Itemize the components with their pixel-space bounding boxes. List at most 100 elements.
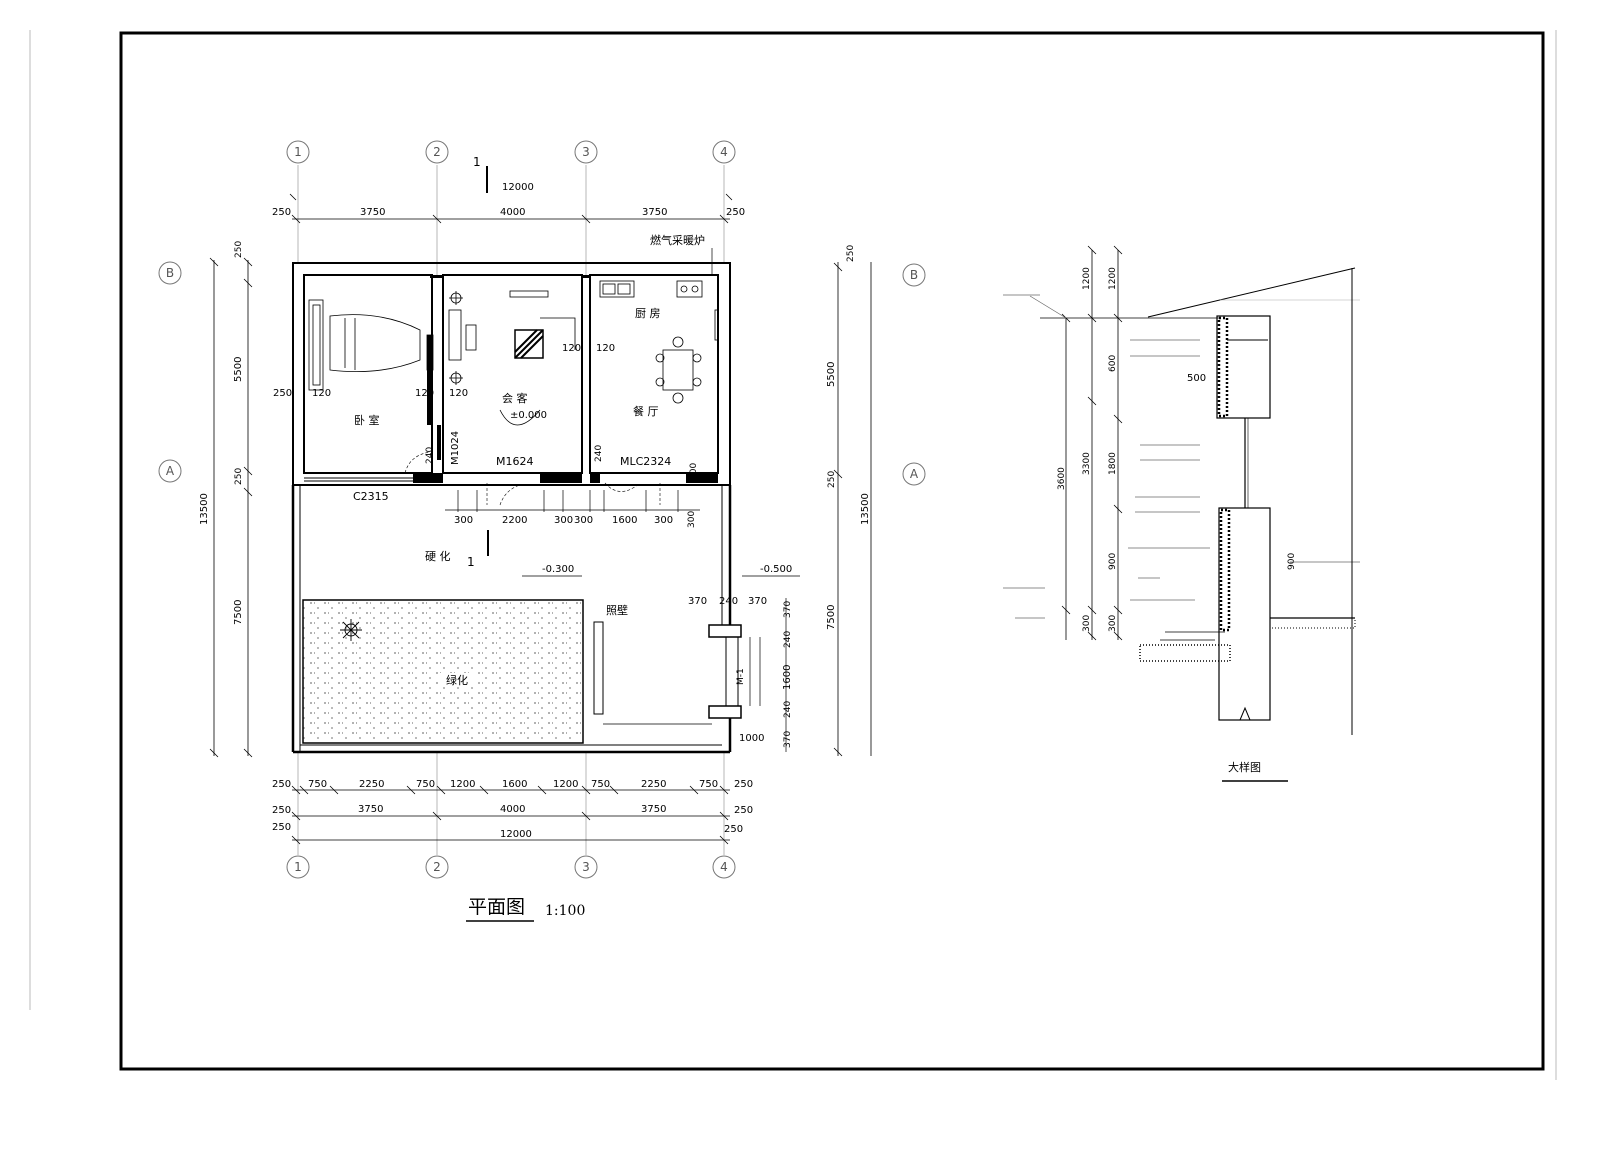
axis-left-b: B (166, 266, 174, 280)
dim-gate-v-240-b: 240 (783, 701, 793, 718)
dim-total-bottom-250-r: 250 (724, 824, 743, 835)
detail-title: 大样图 (1228, 760, 1261, 774)
dim-total-top: 12000 (502, 182, 534, 193)
dim-wall-240-b: 240 (594, 445, 604, 462)
dim-b-1200-a: 1200 (450, 779, 475, 790)
axis-left-a: A (166, 464, 175, 478)
dim-line-top (289, 193, 733, 224)
wall-infill (413, 275, 718, 483)
dim-b-2250-b: 2250 (641, 779, 666, 790)
door-swings (404, 451, 661, 506)
floor-plan: 1 2 3 4 1 2 3 4 B A (158, 140, 800, 922)
room-dining: 餐 厅 (633, 404, 659, 418)
axis-bubbles-top (286, 140, 736, 164)
dim-bb-250-l: 250 (272, 805, 291, 816)
dim-b-250-r: 250 (734, 779, 753, 790)
detail-wall (1139, 267, 1360, 735)
axis-top-1: 1 (294, 145, 302, 159)
dim-bb-4000: 4000 (500, 804, 525, 815)
dim-b-750-c: 750 (591, 779, 610, 790)
detail-dim-900: 900 (1108, 553, 1118, 570)
dim-gate-v-1600: 1600 (782, 665, 793, 690)
screen-wall (593, 621, 604, 715)
dim-wall-120-b: 120 (449, 388, 468, 399)
dim-bottom-bays: 250 3750 4000 3750 250 (272, 804, 753, 816)
section-mark-top-label: 1 (473, 155, 481, 169)
window-c2315: C2315 (353, 490, 389, 503)
sheet-frame (29, 30, 1557, 1080)
dim-door-300-e: 300 (687, 511, 697, 528)
axis-top-4: 4 (720, 145, 728, 159)
detail-dim-7500: 7500 (826, 605, 837, 630)
dim-gate-370-a: 370 (688, 596, 707, 607)
detail-dim-13500: 13500 (860, 493, 871, 525)
dim-top-250-right: 250 (726, 207, 745, 218)
door-mlc2324: MLC2324 (620, 455, 671, 468)
plan-scale: 1:100 (545, 903, 585, 919)
dim-b-750-b: 750 (416, 779, 435, 790)
dim-bb-250-r: 250 (734, 805, 753, 816)
axis-bottom-3: 3 (582, 860, 590, 874)
dim-left-250-mid: 250 (234, 468, 244, 485)
detail-dim-250-top: 250 (846, 245, 856, 262)
axis-top-3: 3 (582, 145, 590, 159)
dim-b-250-l: 250 (272, 779, 291, 790)
axis-bubbles-left (158, 261, 182, 483)
level-outside: -0.500 (760, 564, 792, 575)
axis-extension-lines (297, 165, 725, 855)
dim-gate-1000: 1000 (739, 733, 764, 744)
dim-bb-3750-r: 3750 (641, 804, 666, 815)
bed-symbol (308, 299, 434, 391)
dim-door-300-b: 300 (554, 515, 573, 526)
door-m1624: M1624 (496, 455, 534, 468)
dim-wall-120-c: 120 (562, 343, 581, 354)
dim-b-750-a: 750 (308, 779, 327, 790)
detail-dim-3600: 3600 (1057, 467, 1067, 490)
dim-top-4000: 4000 (500, 207, 525, 218)
dim-gate-370-b: 370 (748, 596, 767, 607)
room-bedroom: 卧 室 (354, 413, 380, 427)
dim-door-300-c: 300 (574, 515, 593, 526)
dim-top-250-left: 250 (272, 207, 291, 218)
dim-door-2200: 2200 (502, 515, 527, 526)
dim-top-3750-left: 3750 (360, 207, 385, 218)
detail-dim-1200-a: 1200 (1082, 267, 1092, 290)
dim-wall-120-a: 120 (415, 388, 434, 399)
kitchen-furniture (599, 280, 719, 404)
dim-wall-240-a: 240 (425, 447, 435, 464)
dim-left-5500: 5500 (233, 357, 244, 382)
axis-bottom-4: 4 (720, 860, 728, 874)
dim-b-1200-b: 1200 (553, 779, 578, 790)
dim-bb-3750-l: 3750 (358, 804, 383, 815)
dim-b-2250-a: 2250 (359, 779, 384, 790)
detail-axis-b: B (910, 268, 918, 282)
room-kitchen: 厨 房 (635, 307, 661, 320)
detail-axis-bubbles (902, 263, 926, 486)
detail-dim-300-b: 300 (1108, 615, 1118, 632)
axis-bubbles-bottom (286, 855, 736, 879)
dim-kitchen-300: 300 (689, 463, 699, 480)
detail-dim-300-a: 300 (1082, 615, 1092, 632)
dim-wall-250-bedroom: 250 (273, 388, 292, 399)
dim-left-250-top: 250 (234, 241, 244, 258)
dim-top-3750-right: 3750 (642, 207, 667, 218)
detail-section: 250 5500 250 13500 7500 B A (826, 245, 1360, 782)
house-walls (291, 262, 732, 754)
detail-dim-500: 500 (1187, 373, 1206, 384)
section-mark-bottom: 1 (467, 555, 475, 569)
level-floor: ±0.000 (510, 410, 547, 421)
dim-gate-240: 240 (719, 596, 738, 607)
detail-dim-600: 600 (1108, 355, 1118, 372)
label-screen-wall: 照壁 (606, 603, 628, 617)
detail-dim-columns (1040, 245, 1220, 641)
level-paved: -0.300 (542, 564, 574, 575)
dim-left-7500: 7500 (233, 600, 244, 625)
area-paved: 硬 化 (425, 549, 451, 563)
axis-bottom-1: 1 (294, 860, 302, 874)
axis-bottom-2: 2 (433, 860, 441, 874)
dim-total-bottom: 12000 (500, 829, 532, 840)
dim-left-13500: 13500 (199, 493, 210, 525)
dim-total-bottom-250-l: 250 (272, 822, 291, 833)
dim-wall-120-d: 120 (596, 343, 615, 354)
gate (708, 624, 761, 719)
